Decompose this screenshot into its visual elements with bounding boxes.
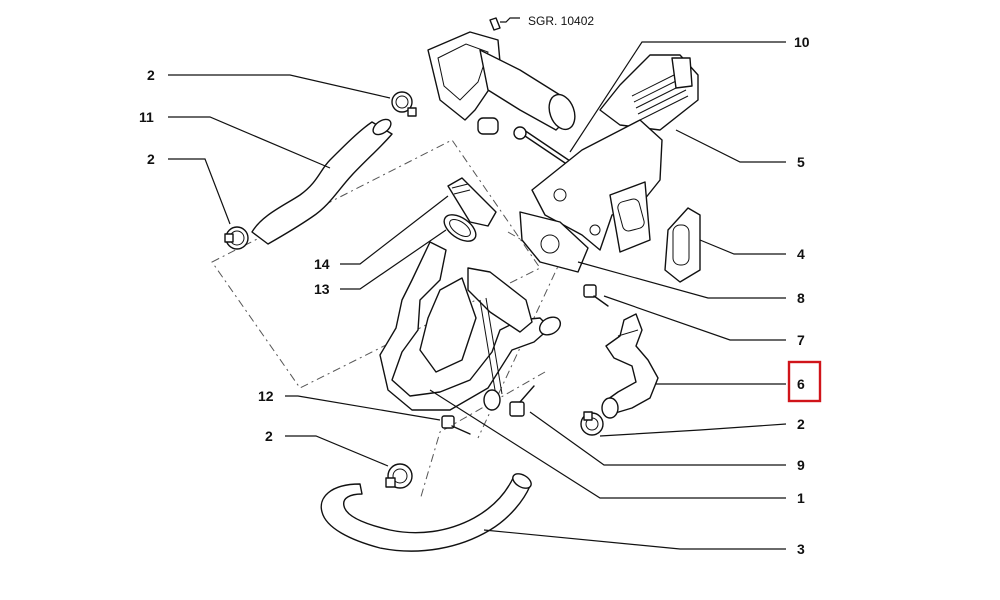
part-hose-lower[interactable] — [320, 471, 533, 552]
callout-10[interactable]: 10 — [794, 34, 810, 50]
part-seal-14[interactable] — [447, 177, 497, 227]
callout-2-right[interactable]: 2 — [797, 416, 805, 432]
callout-14[interactable]: 14 — [314, 256, 330, 272]
part-gasket-right[interactable] — [664, 207, 701, 283]
part-elbow-pipe[interactable] — [601, 313, 659, 419]
part-bolt-long[interactable] — [513, 126, 571, 166]
part-bolt-12[interactable] — [441, 415, 471, 435]
leader-lines-left — [168, 74, 449, 467]
reference-label: SGR. 10402 — [528, 14, 594, 28]
callout-6[interactable]: 6 — [797, 376, 805, 392]
part-clamp-right[interactable] — [580, 411, 604, 436]
callout-1[interactable]: 1 — [797, 490, 805, 506]
callout-6-highlight — [787, 360, 822, 403]
part-oring-13[interactable] — [440, 209, 481, 246]
part-bolt-7[interactable] — [583, 284, 609, 307]
part-thermostat-housing[interactable] — [427, 17, 579, 135]
part-clamp-left[interactable] — [224, 226, 249, 250]
callouts: 2 11 2 14 13 12 2 10 5 4 8 7 6 2 9 1 3 — [139, 34, 810, 557]
part-egr-valve[interactable] — [531, 54, 699, 253]
part-bolt-9[interactable] — [509, 385, 535, 417]
callout-2-left[interactable]: 2 — [147, 151, 155, 167]
part-egr-cooler-pipe[interactable] — [379, 241, 564, 411]
callout-7[interactable]: 7 — [797, 332, 805, 348]
part-gasket-left[interactable] — [519, 211, 589, 273]
callout-9[interactable]: 9 — [797, 457, 805, 473]
reference-label-group: SGR. 10402 — [500, 14, 594, 28]
leader-lines-right — [429, 41, 787, 550]
callout-2-lower-left[interactable]: 2 — [265, 428, 273, 444]
callout-12[interactable]: 12 — [258, 388, 274, 404]
callout-13[interactable]: 13 — [314, 281, 330, 297]
part-clamp-bottom[interactable] — [385, 463, 413, 489]
callout-4[interactable]: 4 — [797, 246, 805, 262]
callout-3[interactable]: 3 — [797, 541, 805, 557]
part-hose-upper[interactable] — [251, 116, 394, 245]
callout-2-top[interactable]: 2 — [147, 67, 155, 83]
callout-8[interactable]: 8 — [797, 290, 805, 306]
part-clamp-top[interactable] — [391, 91, 417, 117]
callout-11[interactable]: 11 — [139, 109, 154, 125]
callout-5[interactable]: 5 — [797, 154, 805, 170]
